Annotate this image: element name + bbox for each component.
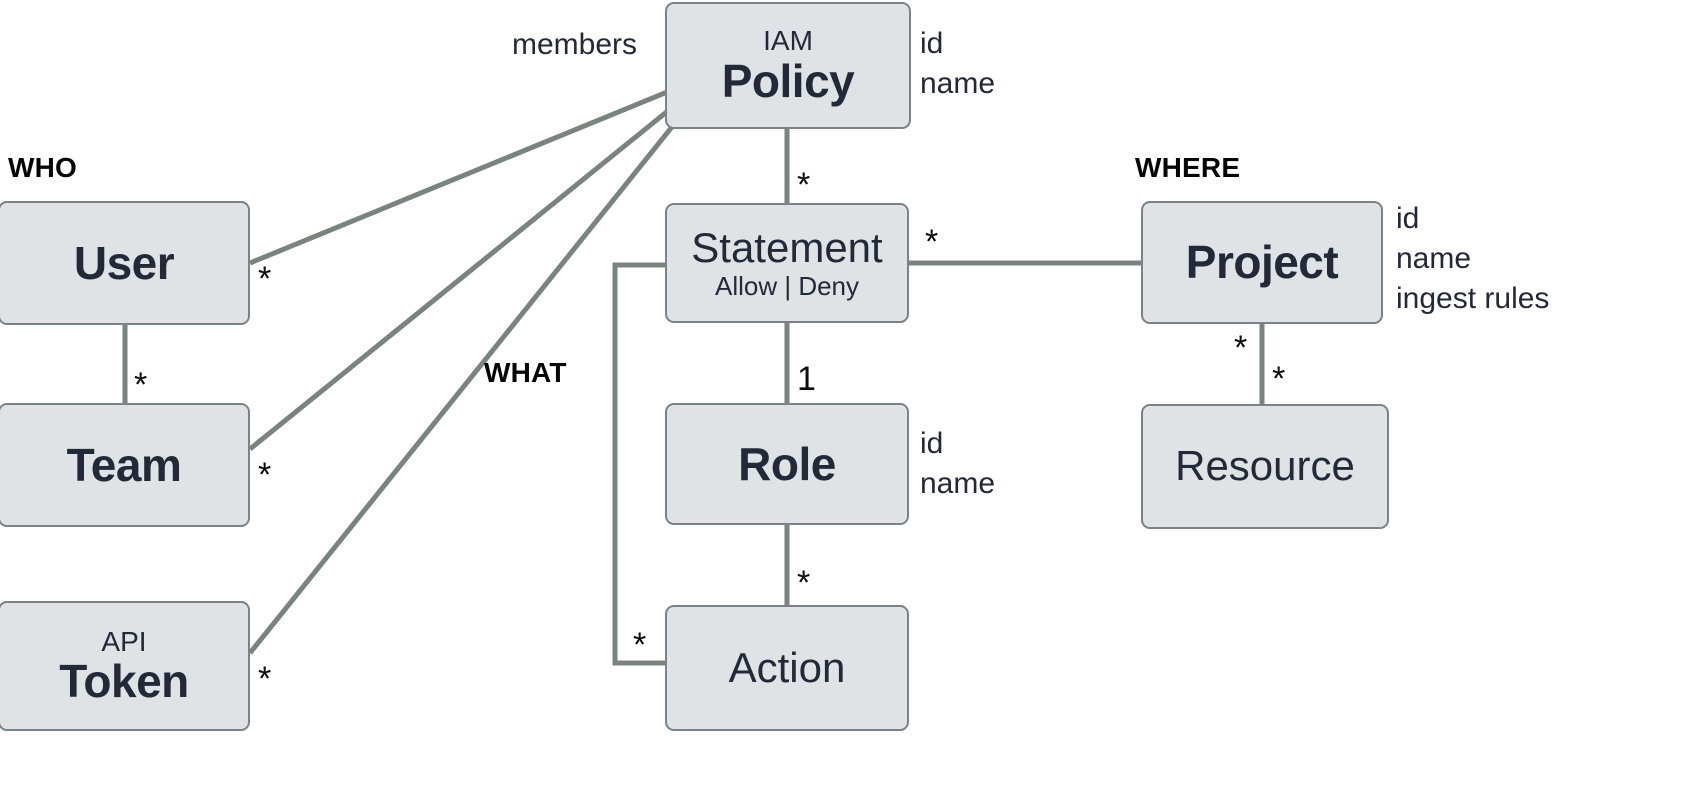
mult-statement-project: * — [925, 223, 939, 261]
node-role-title: Role — [738, 437, 836, 490]
node-role[interactable]: Role — [665, 403, 909, 525]
policy-attr-name: name — [920, 66, 996, 100]
node-policy-title: Policy — [721, 54, 855, 107]
mult-token-policy: * — [258, 660, 272, 698]
group-label-where: WHERE — [1135, 152, 1241, 183]
node-statement[interactable]: Statement Allow | Deny — [665, 203, 909, 323]
node-policy-kicker: IAM — [763, 25, 813, 57]
mult-resource-project: * — [1272, 360, 1286, 398]
node-api-token-title: Token — [59, 655, 189, 708]
node-team[interactable]: Team — [0, 403, 250, 527]
edge-team-policy — [248, 70, 718, 451]
node-user[interactable]: User — [0, 201, 250, 325]
node-action-title: Action — [728, 643, 846, 691]
mult-user-team: * — [134, 366, 148, 404]
edge-user-policy — [249, 69, 717, 266]
project-attributes: id name ingest rules — [1396, 199, 1549, 319]
node-statement-title: Statement — [691, 223, 883, 271]
group-label-what: WHAT — [484, 357, 567, 388]
mult-policy-statement: * — [797, 166, 811, 204]
mult-team-policy: * — [258, 456, 272, 494]
project-attr-id: id — [1396, 202, 1420, 235]
node-action[interactable]: Action — [665, 605, 909, 731]
mult-statement-action: * — [633, 626, 647, 664]
node-policy[interactable]: IAM Policy — [665, 2, 911, 129]
node-resource[interactable]: Resource — [1141, 404, 1389, 529]
node-resource-title: Resource — [1175, 442, 1355, 490]
node-team-title: Team — [66, 438, 182, 491]
edge-statement-action — [612, 262, 665, 666]
node-project-title: Project — [1185, 236, 1339, 289]
role-attr-name: name — [920, 466, 996, 500]
role-attributes: id name — [920, 424, 995, 504]
mult-project-resource: * — [1234, 329, 1248, 367]
node-api-token[interactable]: API Token — [0, 601, 250, 731]
edge-label-members: members — [512, 28, 638, 61]
policy-attributes: id name — [920, 24, 995, 104]
policy-attr-id: id — [920, 27, 944, 60]
edge-token-policy — [248, 70, 718, 655]
node-user-title: User — [73, 236, 175, 289]
node-project[interactable]: Project — [1141, 201, 1383, 324]
project-attr-ingest-rules: ingest rules — [1396, 281, 1550, 315]
node-statement-subtitle: Allow | Deny — [714, 270, 860, 301]
mult-role-action: * — [797, 564, 811, 602]
mult-user-policy: * — [258, 260, 272, 298]
node-api-token-kicker: API — [101, 625, 147, 657]
mult-statement-role: 1 — [797, 360, 816, 398]
project-attr-name: name — [1396, 241, 1472, 275]
group-label-who: WHO — [8, 152, 78, 183]
role-attr-id: id — [920, 427, 944, 460]
